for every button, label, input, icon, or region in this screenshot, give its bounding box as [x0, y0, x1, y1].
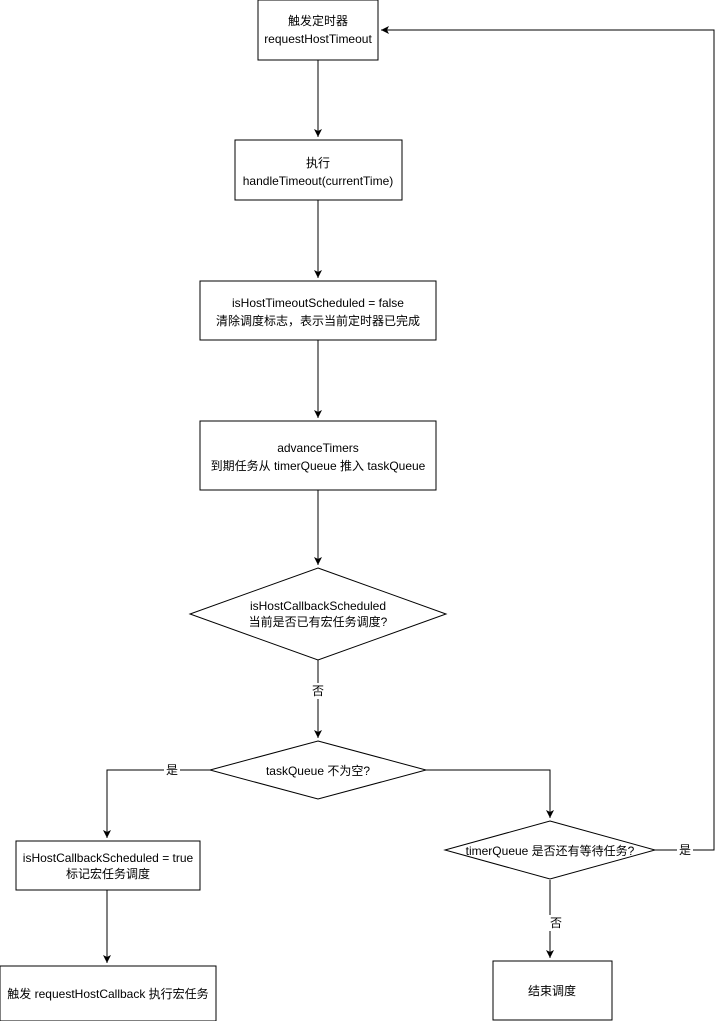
node-clear-flag: isHostTimeoutScheduled = false 清除调度标志，表示… — [199, 280, 437, 341]
node-mark-callback-line-2: 标记宏任务调度 — [66, 866, 150, 881]
node-mark-callback: isHostCallbackScheduled = true 标记宏任务调度 — [15, 840, 201, 891]
node-trigger-timer-line-1: 触发定时器 — [288, 13, 348, 28]
node-mark-callback-line-1: isHostCallbackScheduled = true — [23, 851, 194, 865]
decision-task-queue: taskQueue 不为空? — [208, 740, 428, 800]
svg-text:是: 是 — [166, 763, 178, 777]
svg-text:否: 否 — [312, 684, 324, 698]
node-advance-timers-line-2: 到期任务从 timerQueue 推入 taskQueue — [211, 458, 426, 473]
decision-callback-scheduled-line-2: 当前是否已有宏任务调度? — [249, 614, 388, 629]
node-advance-timers: advanceTimers 到期任务从 timerQueue 推入 taskQu… — [199, 420, 437, 491]
node-handle-timeout-line-2: handleTimeout(currentTime) — [243, 174, 394, 188]
node-trigger-timer: 触发定时器 requestHostTimeout — [257, 0, 379, 61]
node-handle-timeout: 执行 handleTimeout(currentTime) — [234, 139, 403, 201]
svg-text:否: 否 — [550, 916, 562, 930]
decision-timer-queue-line-1: timerQueue 是否还有等待任务? — [466, 843, 635, 858]
node-request-callback: 触发 requestHostCallback 执行宏任务 — [0, 965, 217, 1021]
decision-timer-queue: timerQueue 是否还有等待任务? — [443, 820, 657, 880]
node-handle-timeout-line-1: 执行 — [306, 156, 330, 170]
label-callback-no: 否 — [310, 683, 326, 699]
node-request-callback-line-1: 触发 requestHostCallback 执行宏任务 — [7, 986, 208, 1001]
node-trigger-timer-line-2: requestHostTimeout — [264, 32, 372, 46]
decision-task-queue-line-1: taskQueue 不为空? — [266, 764, 370, 778]
node-end-schedule-line-1: 结束调度 — [528, 983, 576, 998]
node-clear-flag-line-2: 清除调度标志，表示当前定时器已完成 — [216, 313, 420, 328]
edge-task-queue-no — [426, 769, 554, 818]
decision-callback-scheduled: isHostCallbackScheduled 当前是否已有宏任务调度? — [188, 567, 448, 661]
decision-callback-scheduled-line-1: isHostCallbackScheduled — [250, 599, 386, 613]
label-timer-queue-yes: 是 — [677, 842, 693, 858]
node-advance-timers-line-1: advanceTimers — [277, 441, 359, 455]
node-end-schedule: 结束调度 — [492, 960, 613, 1021]
label-task-queue-yes: 是 — [164, 762, 180, 778]
node-clear-flag-line-1: isHostTimeoutScheduled = false — [232, 296, 404, 310]
svg-text:是: 是 — [679, 843, 691, 857]
label-timer-queue-no: 否 — [548, 915, 564, 931]
edge-task-queue-yes — [103, 769, 210, 838]
